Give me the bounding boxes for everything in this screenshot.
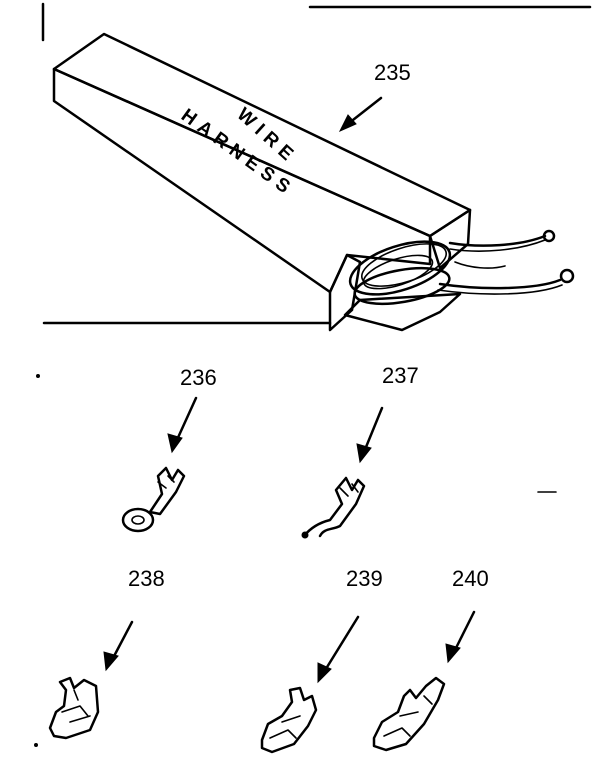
callout-238: 238 — [103, 566, 165, 672]
callout-237: 237 — [356, 363, 419, 464]
callout-235: 235 — [338, 60, 411, 133]
arrowhead-240 — [445, 643, 461, 664]
part-label-239: 239 — [346, 566, 383, 591]
callout-236: 236 — [167, 365, 217, 454]
arrowhead-237 — [356, 443, 372, 464]
arrowhead-239 — [317, 662, 332, 684]
part-label-240: 240 — [452, 566, 489, 591]
arrowhead-236 — [167, 433, 183, 454]
wire-harness-box: WIRE HARNESS — [42, 32, 575, 332]
callout-240: 240 — [445, 566, 489, 664]
part-label-238: 238 — [128, 566, 165, 591]
receptacle-terminal-240 — [372, 676, 446, 752]
receptacle-terminal-238 — [48, 676, 100, 740]
part-label-237: 237 — [382, 363, 419, 388]
ring-terminal-236 — [121, 466, 186, 533]
arrowhead-235 — [338, 114, 357, 133]
part-label-236: 236 — [180, 365, 217, 390]
callout-239: 239 — [317, 566, 383, 684]
hook-terminal-237 — [301, 476, 366, 539]
scan-marks — [34, 2, 592, 747]
part-label-235: 235 — [374, 60, 411, 85]
arrowhead-238 — [103, 651, 119, 672]
receptacle-terminal-239 — [260, 686, 318, 754]
